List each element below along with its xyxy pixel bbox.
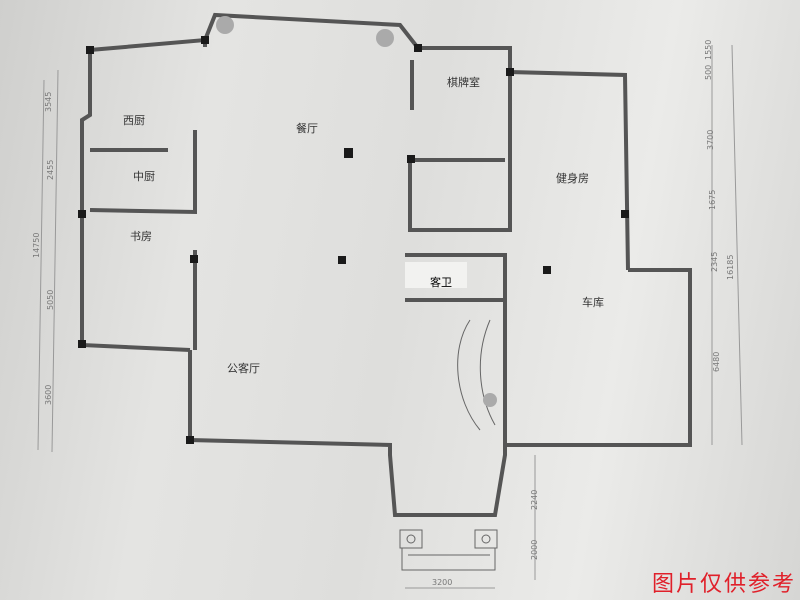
entry-steps <box>399 529 498 571</box>
dim-right-3: 3700 <box>706 129 715 150</box>
wall-kitchen2 <box>89 130 197 215</box>
dim-entry-2: 2000 <box>530 539 539 560</box>
dim-right-4: 1675 <box>708 189 717 210</box>
dim-entry-1: 2240 <box>530 489 539 510</box>
reference-only-note: 图片仅供参考 <box>651 572 796 597</box>
room-gym: 健身房 <box>556 172 589 185</box>
wall-west-kitchen <box>80 37 207 352</box>
dim-right-2: 1550 <box>704 39 713 60</box>
wall-wc <box>405 253 507 302</box>
dim-left-3: 5050 <box>46 289 55 310</box>
room-chess: 棋牌室 <box>447 76 480 89</box>
guest-bath-label-patch <box>405 262 467 288</box>
dim-left-total: 14750 <box>32 232 41 258</box>
room-western-kitchen: 西厨 <box>123 114 145 127</box>
wall-corridor <box>408 72 512 232</box>
dim-right-total: 16185 <box>726 254 735 280</box>
dim-left-1: 3545 <box>44 91 53 112</box>
columns <box>78 36 629 444</box>
room-dining: 餐厅 <box>296 122 318 135</box>
room-garage: 车库 <box>582 296 604 309</box>
dim-bottom: 3200 <box>432 578 453 587</box>
staircase <box>457 319 496 431</box>
walls <box>80 12 692 517</box>
room-study: 书房 <box>130 230 152 243</box>
room-living: 公客厅 <box>227 362 260 375</box>
dim-left-4: 3600 <box>44 384 53 405</box>
dim-right-6: 6480 <box>712 351 721 372</box>
room-guest-bath: 客卫 <box>430 276 452 289</box>
dim-right-5: 2345 <box>710 251 719 272</box>
dim-left-2: 2455 <box>46 159 55 180</box>
dim-right-1: 500 <box>704 64 713 80</box>
room-chinese-kitchen: 中厨 <box>133 170 155 183</box>
wall-dining-top <box>203 12 420 50</box>
wall-living <box>188 300 507 517</box>
dimension-lines <box>37 44 743 589</box>
wall-garage <box>505 268 692 447</box>
plants <box>216 16 497 407</box>
dining-column <box>344 148 353 158</box>
